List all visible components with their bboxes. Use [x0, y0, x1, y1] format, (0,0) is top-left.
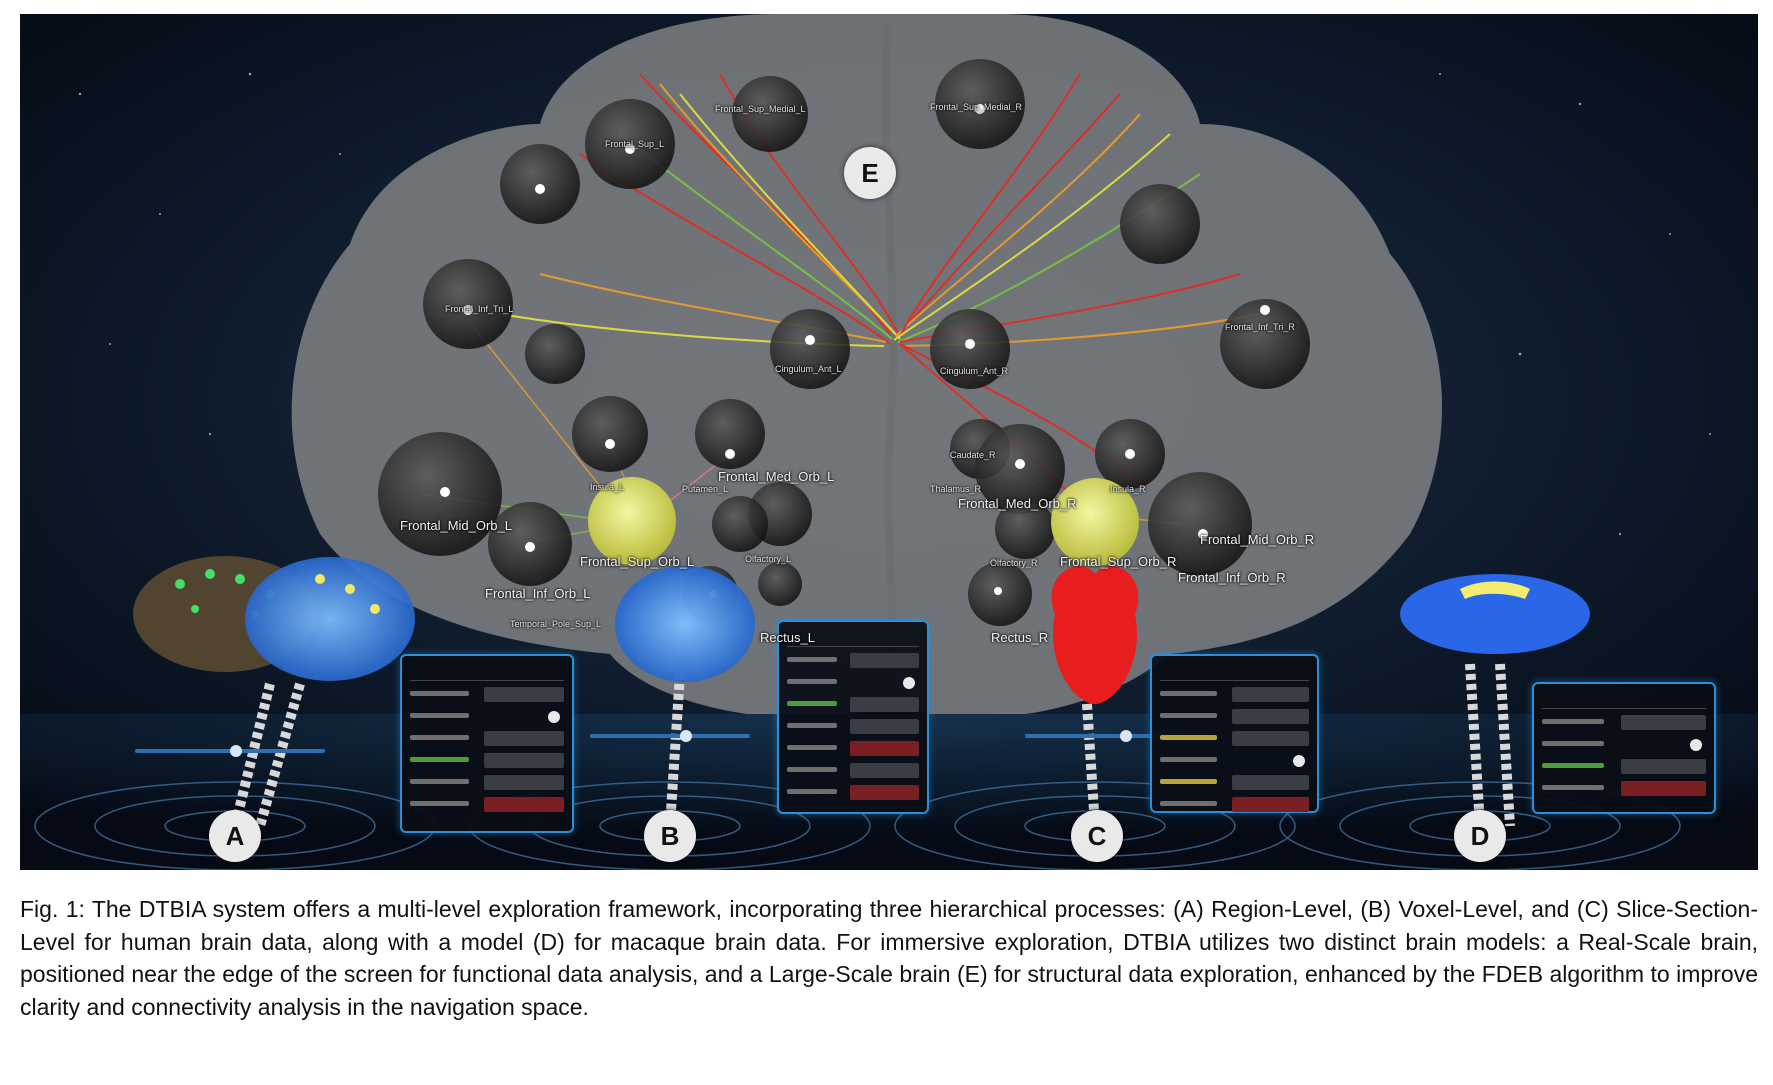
- region-label: Insula_R: [1110, 484, 1146, 494]
- region-label: Cingulum_Ant_R: [940, 366, 1009, 376]
- region-nodes: [378, 59, 1310, 626]
- control-panel-D[interactable]: [1532, 682, 1716, 814]
- marker-D: D: [1454, 810, 1506, 862]
- region-label: Frontal_Sup_Medial_L: [715, 104, 806, 114]
- region-label: Cingulum_Ant_L: [775, 364, 842, 374]
- figure-caption: Fig. 1: The DTBIA system offers a multi-…: [20, 896, 1758, 1020]
- region-label: Insula_L: [590, 482, 625, 492]
- slider-B[interactable]: [590, 730, 750, 742]
- node-centers: [440, 104, 1270, 598]
- region-label: Thalamus_R: [930, 484, 982, 494]
- slider-A[interactable]: [135, 745, 325, 757]
- pedestals: [230, 663, 1515, 828]
- region-label: Frontal_Sup_Medial_R: [930, 102, 1023, 112]
- marker-A: A: [209, 810, 261, 862]
- brain-midline: [882, 23, 898, 705]
- region-label: Frontal_Mid_Orb_R: [1200, 532, 1315, 547]
- region-label: Frontal_Inf_Tri_R: [1225, 322, 1295, 332]
- region-label: Frontal_Sup_Orb_L: [580, 554, 695, 569]
- region-label: Putamen_L: [682, 484, 729, 494]
- slider-C[interactable]: [1025, 730, 1185, 742]
- region-label: Frontal_Sup_L: [605, 139, 665, 149]
- region-label: Temporal_Pole_Sup_L: [510, 619, 602, 629]
- region-label: Frontal_Inf_Orb_L: [485, 586, 591, 601]
- region-label: Frontal_Med_Orb_R: [958, 496, 1077, 511]
- marker-C: C: [1071, 810, 1123, 862]
- brain-model-D: [1400, 574, 1590, 654]
- marker-B: B: [644, 810, 696, 862]
- region-label: Caudate_R: [950, 450, 996, 460]
- region-label: Frontal_Inf_Orb_R: [1178, 570, 1286, 585]
- region-label: Frontal_Sup_Orb_R: [1060, 554, 1177, 569]
- brain-model-A: [133, 556, 415, 681]
- region-label: Frontal_Mid_Orb_L: [400, 518, 512, 533]
- brain-model-C: [1051, 566, 1139, 704]
- region-label: Olfactory_L: [745, 554, 792, 564]
- region-label: Frontal_Inf_Tri_L: [445, 304, 514, 314]
- brain-model-B: [615, 566, 755, 682]
- region-label: Rectus_R: [991, 630, 1049, 645]
- control-panel-A[interactable]: [400, 654, 574, 833]
- region-label: Frontal_Med_Orb_L: [718, 469, 835, 484]
- marker-E: E: [844, 147, 896, 199]
- stars: [78, 72, 1711, 536]
- control-panel-C[interactable]: [1150, 654, 1319, 813]
- figure-image: Frontal_Sup_Medial_L Frontal_Sup_Medial_…: [20, 14, 1758, 870]
- control-panel-B[interactable]: [777, 620, 929, 814]
- region-label: Rectus_L: [760, 630, 815, 645]
- region-label: Olfactory_R: [990, 558, 1038, 568]
